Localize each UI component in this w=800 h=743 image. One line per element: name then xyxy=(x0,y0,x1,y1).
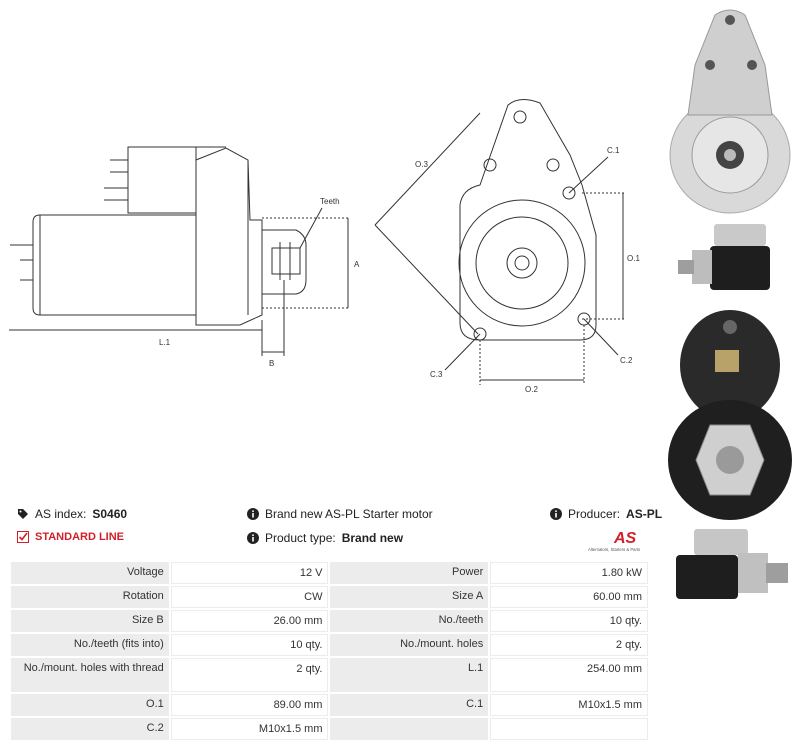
spec-key: Voltage xyxy=(11,562,169,584)
front-view-photo[interactable] xyxy=(660,5,800,220)
svg-text:AS: AS xyxy=(613,530,637,547)
starter-side-view-drawing: L.1 B A Teeth xyxy=(9,146,360,368)
spec-value: CW xyxy=(170,586,329,608)
spec-value: 254.00 mm xyxy=(490,658,648,692)
standard-line: STANDARD LINE xyxy=(17,531,124,543)
teeth-label: Teeth xyxy=(320,197,340,206)
spec-value: 12 V xyxy=(170,562,329,584)
as-index: AS index: S0460 xyxy=(17,507,127,521)
description: Brand new AS-PL Starter motor xyxy=(247,507,433,521)
checkbox-icon xyxy=(17,531,29,543)
product-type-value: Brand new xyxy=(341,531,404,545)
producer-label: Producer: xyxy=(568,507,621,521)
description-text: Brand new AS-PL Starter motor xyxy=(265,507,433,521)
product-info: AS index: S0460 Brand new AS-PL Starter … xyxy=(0,500,800,560)
spec-key: Size A xyxy=(330,586,489,608)
spec-key: C.2 xyxy=(11,718,169,740)
info-icon xyxy=(550,508,562,520)
product-photos xyxy=(660,0,800,610)
tag-icon xyxy=(18,509,28,519)
spec-key: Size B xyxy=(11,610,169,632)
as-pl-logo: AS Alternators, Starters & Parts xyxy=(588,530,640,552)
info-icon xyxy=(247,508,259,520)
dim-label-c2: C.2 xyxy=(620,356,633,365)
spec-key: O.1 xyxy=(11,694,169,716)
dim-label-b: B xyxy=(269,359,274,368)
spec-value: 2 qty. xyxy=(170,658,329,692)
spec-row: No./teeth (fits into)10 qty.No./mount. h… xyxy=(11,634,648,656)
spec-key: Rotation xyxy=(11,586,169,608)
as-index-label: AS index: xyxy=(35,507,87,521)
spec-value: M10x1.5 mm xyxy=(170,718,329,740)
as-index-value: S0460 xyxy=(92,507,128,521)
spec-value xyxy=(490,718,648,740)
dim-label-c3: C.3 xyxy=(430,370,443,379)
product-type: Product type: Brand new xyxy=(247,531,403,545)
rear-view-photo[interactable] xyxy=(660,305,800,520)
side-view-photo-small[interactable] xyxy=(674,222,784,294)
spec-key: No./mount. holes with thread xyxy=(11,658,169,692)
spec-key: L.1 xyxy=(330,658,489,692)
spec-value: 10 qty. xyxy=(170,634,329,656)
dim-label-a: A xyxy=(354,260,360,269)
spec-value: 60.00 mm xyxy=(490,586,648,608)
spec-key: Power xyxy=(330,562,489,584)
dim-label-c1: C.1 xyxy=(607,146,620,155)
spec-key: No./mount. holes xyxy=(330,634,489,656)
spec-value: 1.80 kW xyxy=(490,562,648,584)
spec-value: 2 qty. xyxy=(490,634,648,656)
spec-value: 26.00 mm xyxy=(170,610,329,632)
side-view-photo-bottom[interactable] xyxy=(666,525,794,605)
spec-key: No./teeth (fits into) xyxy=(11,634,169,656)
svg-text:Alternators, Starters & Parts: Alternators, Starters & Parts xyxy=(588,547,640,552)
info-icon xyxy=(247,532,259,544)
dim-label-o1: O.1 xyxy=(627,254,640,263)
spec-value: 10 qty. xyxy=(490,610,648,632)
spec-value: 89.00 mm xyxy=(170,694,329,716)
starter-front-view-drawing: O.3 C.1 O.1 C.2 C.3 O.2 xyxy=(374,99,640,394)
dim-label-o3: O.3 xyxy=(415,160,428,169)
producer-value: AS-PL xyxy=(626,507,663,521)
spec-key xyxy=(330,718,489,740)
spec-key: C.1 xyxy=(330,694,489,716)
dim-label-l1: L.1 xyxy=(159,338,171,347)
standard-line-label: STANDARD LINE xyxy=(35,531,125,543)
dim-label-o2: O.2 xyxy=(525,385,538,394)
product-type-label: Product type: xyxy=(265,531,336,545)
spec-key: No./teeth xyxy=(330,610,489,632)
spec-value: M10x1.5 mm xyxy=(490,694,648,716)
producer: Producer: AS-PL xyxy=(550,507,662,521)
